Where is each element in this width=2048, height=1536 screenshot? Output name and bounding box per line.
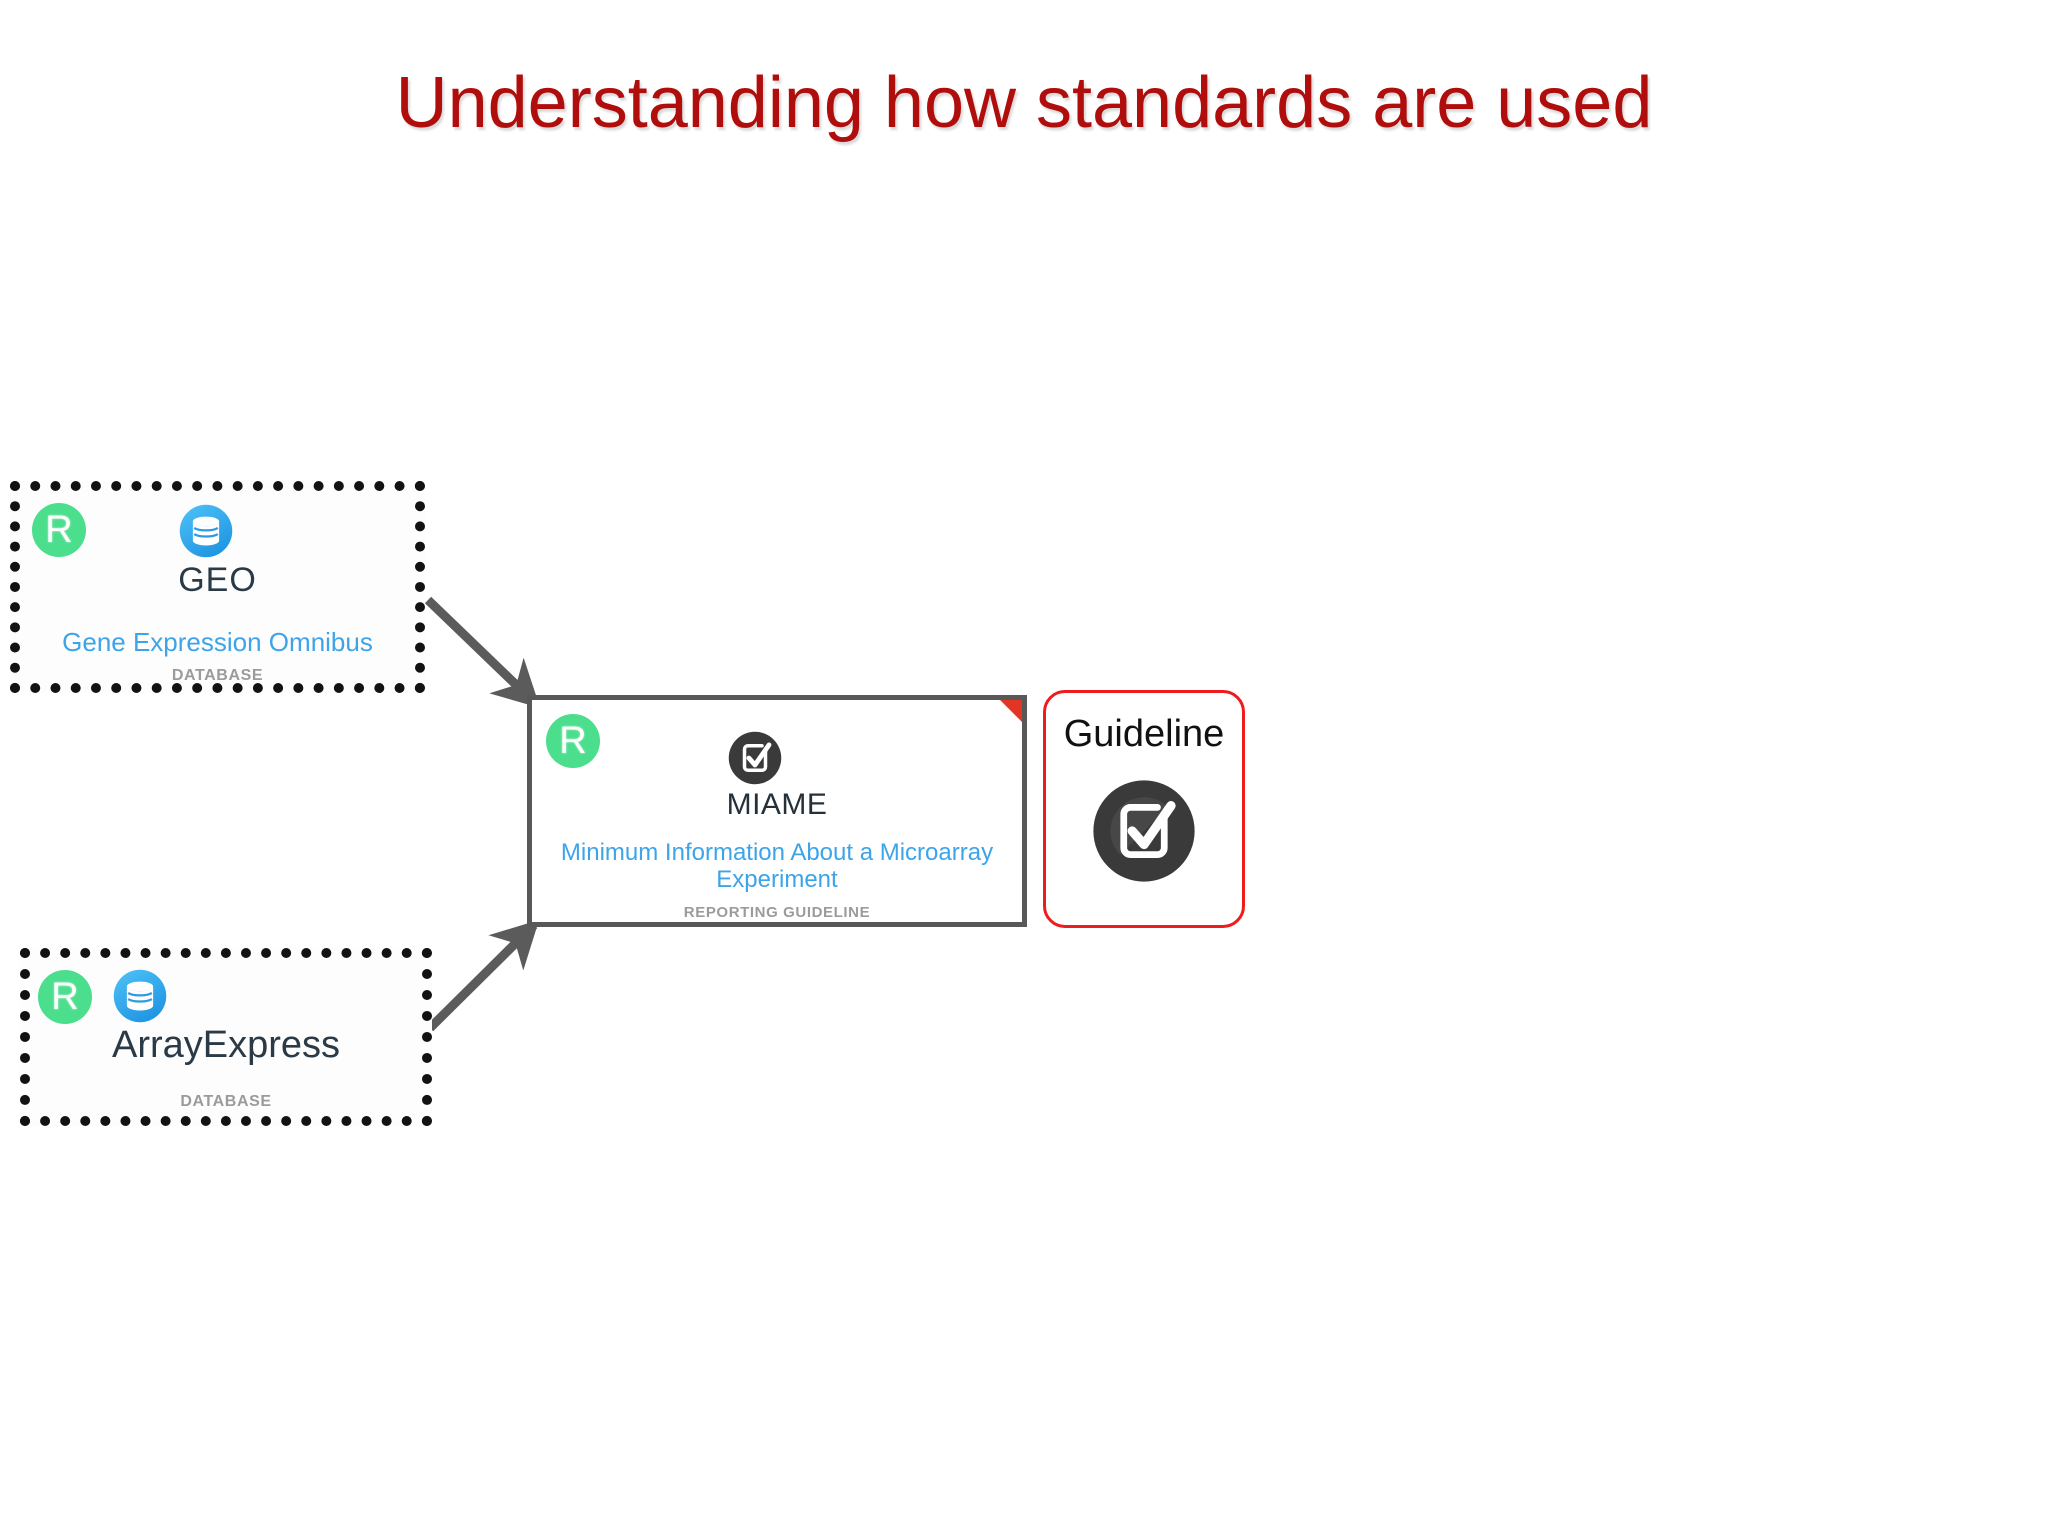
arrayexpress-card-subtitle: DATABASE — [180, 1093, 272, 1110]
miame-logo: MIAME — [727, 730, 828, 822]
arrayexpress-logo-name: ArrayExpress — [111, 1024, 341, 1066]
guideline-label: Guideline — [1063, 713, 1225, 755]
guideline-icon-wrap — [1090, 777, 1198, 890]
card-arrayexpress[interactable]: R ArrayExpress — [20, 948, 432, 1126]
database-icon — [113, 969, 167, 1023]
checkbox-check-icon — [728, 731, 781, 785]
arrow-arrayexpress-to-miame — [426, 919, 540, 1032]
geo-card-title: Gene Expression Omnibus — [62, 627, 373, 657]
geo-card-subtitle: DATABASE — [171, 667, 264, 685]
corner-flag-icon — [1000, 700, 1022, 722]
geo-logo: GEO — [178, 503, 257, 600]
geo-logo-name: GEO — [178, 561, 257, 599]
miame-logo-name: MIAME — [726, 788, 828, 821]
checkbox-check-icon — [1093, 780, 1195, 882]
registry-badge-r: R — [38, 970, 92, 1024]
page-title: Understanding how standards are used — [395, 63, 1653, 143]
card-geo[interactable]: R GEO Ge — [10, 481, 425, 693]
card-miame[interactable]: R MIAME Minimum Information About a Micr… — [527, 695, 1027, 927]
registry-badge-r: R — [32, 503, 86, 557]
miame-card-title: Minimum Information About a Microarray E… — [560, 839, 994, 893]
arrayexpress-logo: ArrayExpress — [112, 968, 340, 1067]
database-icon — [179, 504, 233, 558]
arrow-geo-to-miame — [424, 596, 541, 708]
callout-guideline[interactable]: Guideline — [1043, 690, 1245, 928]
registry-badge-r: R — [546, 714, 600, 768]
miame-card-subtitle: REPORTING GUIDELINE — [683, 903, 871, 921]
